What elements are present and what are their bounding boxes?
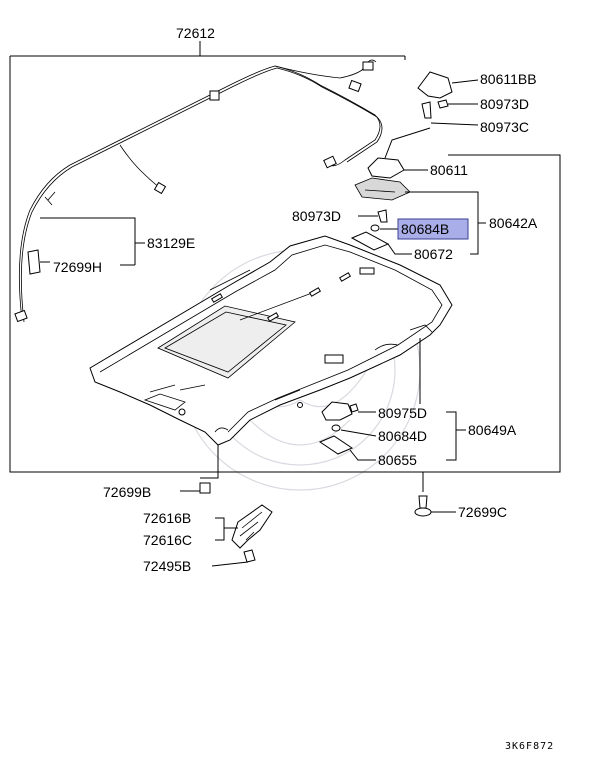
highlight-80684B[interactable] xyxy=(397,218,469,240)
headliner-panel xyxy=(89,235,453,446)
part-80655 xyxy=(318,435,376,461)
label-80611: 80611 xyxy=(430,162,468,178)
wire-harness xyxy=(14,59,383,323)
part-80975D xyxy=(321,401,376,421)
label-80672: 80672 xyxy=(414,246,453,262)
leader-80649A xyxy=(446,411,466,461)
diagram-code: 3K6F872 xyxy=(505,741,554,752)
label-80611BB: 80611BB xyxy=(480,71,537,87)
part-72699B xyxy=(180,445,219,494)
label-80973D-mid: 80973D xyxy=(292,208,341,224)
part-72616-bracket xyxy=(215,504,273,549)
part-72699C xyxy=(414,472,456,517)
label-72699H: 72699H xyxy=(53,259,102,275)
label-72616B: 72616B xyxy=(143,510,191,526)
part-80611BB xyxy=(417,71,479,99)
part-80611 xyxy=(367,127,431,179)
label-80642A: 80642A xyxy=(489,215,538,231)
label-80684B[interactable]: 80684B xyxy=(401,221,449,237)
label-72699B: 72699B xyxy=(103,484,151,500)
leader-80642A xyxy=(405,191,486,255)
part-80973D-top xyxy=(437,99,478,109)
part-80973C xyxy=(421,101,479,126)
label-80649A: 80649A xyxy=(468,422,517,438)
label-72616C: 72616C xyxy=(143,532,192,548)
label-80973C: 80973C xyxy=(480,119,529,135)
label-72699C: 72699C xyxy=(458,504,507,520)
label-80655: 80655 xyxy=(378,452,417,468)
part-72699H xyxy=(27,249,50,275)
label-80973D-top: 80973D xyxy=(480,96,529,112)
part-80973D-mid xyxy=(358,209,388,223)
leader-83129E xyxy=(40,217,145,266)
label-80975D: 80975D xyxy=(378,405,427,421)
label-72495B: 72495B xyxy=(143,558,191,574)
part-80684D xyxy=(331,424,377,437)
part-80672 xyxy=(350,231,412,255)
label-83129E: 83129E xyxy=(147,235,195,251)
label-72612: 72612 xyxy=(176,25,215,41)
label-80684D: 80684D xyxy=(378,428,427,444)
part-lamp-assembly xyxy=(354,177,411,201)
part-72495B xyxy=(211,549,256,567)
part-80684B-shape xyxy=(370,224,398,232)
